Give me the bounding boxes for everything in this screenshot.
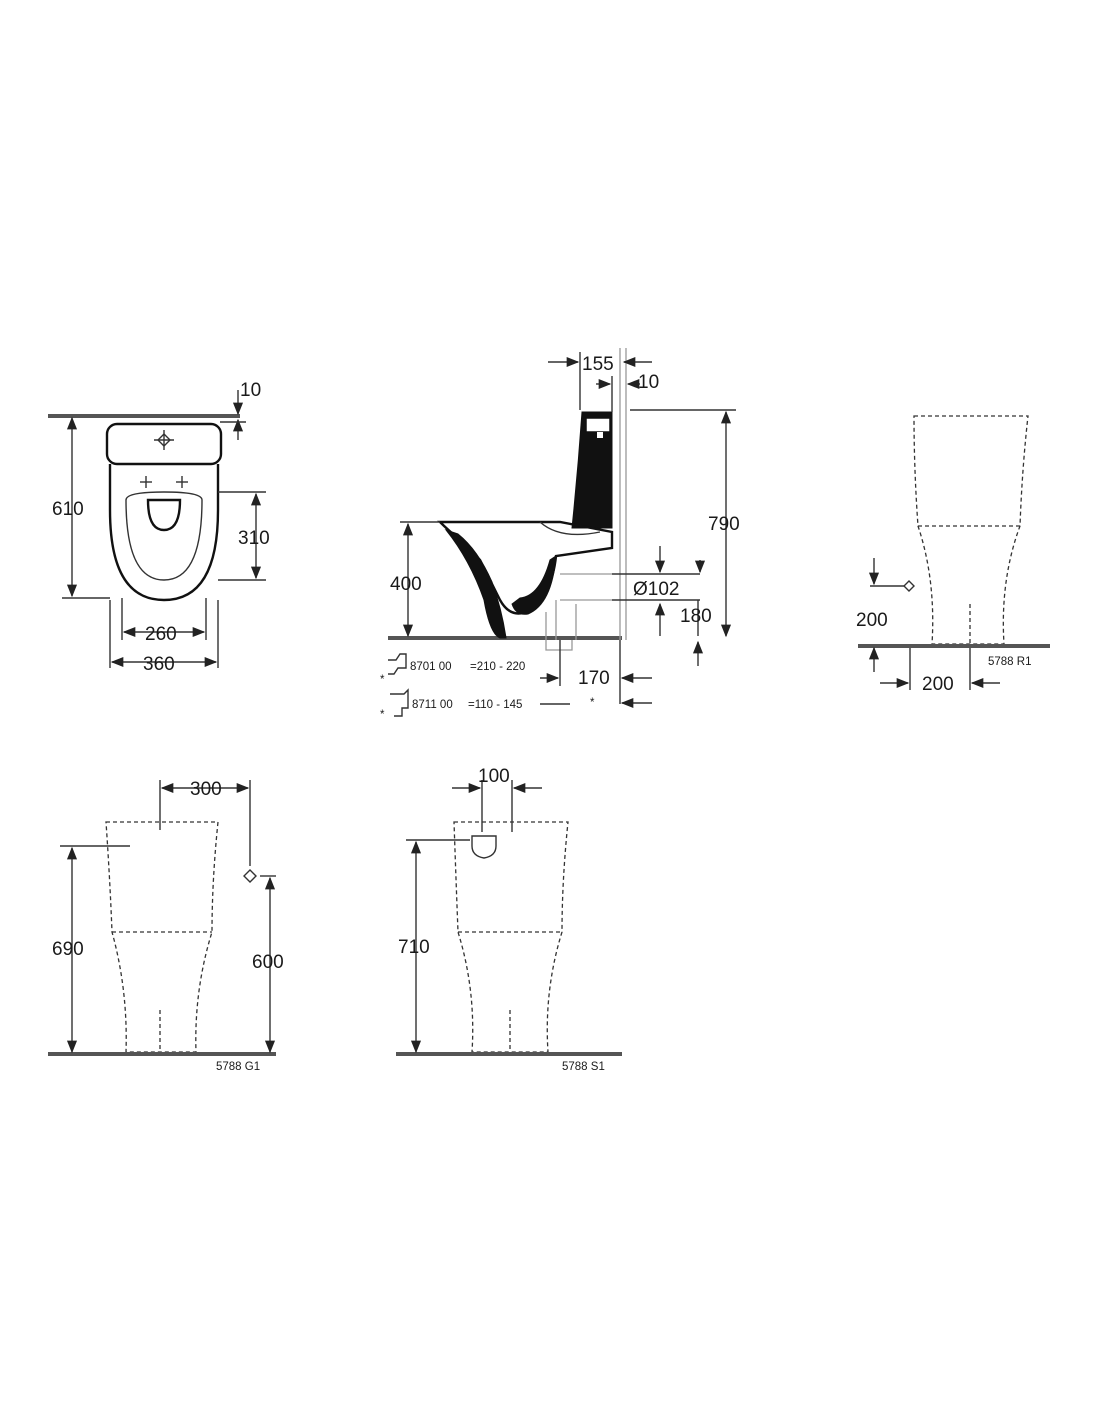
top-view: 10 610 310 260 360 (48, 380, 270, 675)
variant-s1: 100 710 5788 S1 (396, 766, 622, 1073)
dim-offset-top: 10 (240, 380, 261, 401)
connector-row-2: * 8711 00 =110 - 145 (380, 688, 570, 721)
dim-total-depth: 610 (52, 499, 84, 520)
g1-inlet-height: 600 (252, 952, 284, 973)
g1-inlet-spacing: 300 (190, 779, 222, 800)
g1-model-label: 5788 G1 (216, 1061, 260, 1073)
dim-outlet-height: 180 (680, 606, 712, 627)
s1-model-label: 5788 S1 (562, 1061, 605, 1073)
s1-height: 710 (398, 937, 430, 958)
variant-g1: 300 690 600 5788 G1 (48, 779, 284, 1073)
r1-inlet-height: 200 (856, 610, 888, 631)
connector-2-code: 8711 00 (412, 699, 453, 711)
r1-model-label: 5788 R1 (988, 656, 1031, 668)
r1-inlet-offset: 200 (922, 674, 954, 695)
water-inlet-icon (903, 580, 915, 592)
dim-seat-depth: 310 (238, 528, 270, 549)
connector-row-1: * 8701 00 =210 - 220 (380, 653, 525, 686)
g1-height: 690 (52, 939, 84, 960)
s1-cistern-inlet-icon (471, 835, 497, 859)
tank-outline (105, 422, 223, 466)
dim-total-height: 790 (708, 514, 740, 535)
connector-straight-icon (390, 688, 409, 717)
g1-water-inlet-icon (243, 869, 257, 883)
bowl-outline (108, 464, 220, 602)
dim-wall-gap: 10 (638, 372, 659, 393)
dim-seat-height: 400 (390, 574, 422, 595)
dim-outlet-diameter: Ø102 (633, 579, 679, 600)
connector-1-range: =210 - 220 (470, 661, 525, 673)
connector-bend-icon (388, 653, 407, 675)
variant-r1: 200 200 5788 R1 (856, 415, 1050, 695)
dim-hole-spacing: 260 (145, 624, 177, 645)
connector-2-range: =110 - 145 (468, 699, 522, 711)
side-view: 155 10 790 400 Ø102 180 170 * (380, 348, 740, 721)
connector-1-code: 8701 00 (410, 661, 452, 673)
dim-outlet-wall: 170 (578, 668, 610, 689)
s1-inlet-width: 100 (478, 766, 510, 787)
dim-width: 360 (143, 654, 175, 675)
dim-tank-offset: 155 (582, 354, 614, 375)
connector-2-marker: * (380, 709, 385, 721)
seat-fixing-icon (140, 476, 188, 488)
footnote-marker: * (590, 697, 595, 709)
connector-1-marker: * (380, 674, 385, 686)
